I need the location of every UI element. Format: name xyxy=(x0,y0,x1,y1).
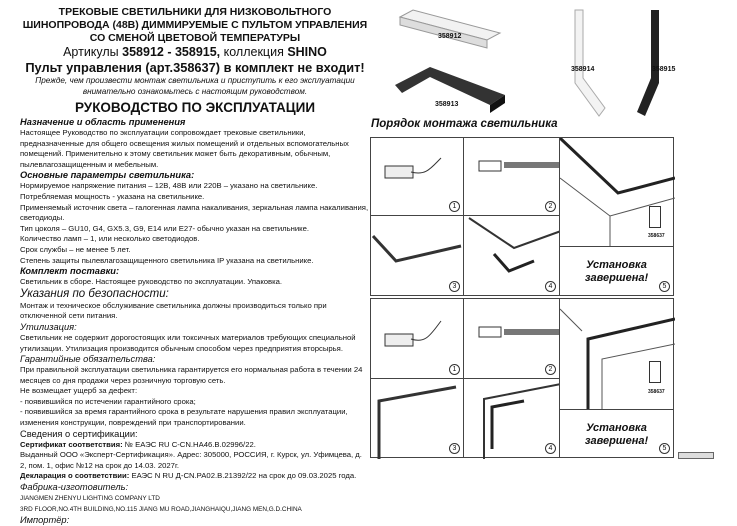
product-image-358913 xyxy=(395,67,505,113)
manual-text: ТРЕКОВЫЕ СВЕТИЛЬНИКИ ДЛЯ НИЗКОВОЛЬТНОГО … xyxy=(20,6,370,526)
step-2-panel: 2 xyxy=(463,137,560,216)
value: № ЕАЭС RU С-CN.НА46.В.02996/22. xyxy=(122,439,256,449)
step-1-panel: 1 xyxy=(370,298,464,379)
step-number: 4 xyxy=(545,443,556,454)
factory-heading: Фабрика-изготовитель: xyxy=(20,482,129,493)
label: коллекция xyxy=(220,45,288,59)
kit-text: Светильник в сборе. Настоящее руководств… xyxy=(20,277,283,287)
purpose-text: Настоящее Руководство по эксплуатации со… xyxy=(20,128,349,169)
warranty-text: Не возмещает ущерб за дефект: xyxy=(20,386,138,396)
label: завершена! xyxy=(584,272,649,284)
step-1-panel: 1 xyxy=(370,137,464,216)
remote-icon xyxy=(649,361,661,383)
cert-heading: Сведения о сертификации: xyxy=(20,428,138,439)
step-number: 1 xyxy=(449,201,460,212)
warranty-text: При правильной эксплуатации светильника … xyxy=(20,365,363,385)
disposal-text: Светильник не содержит дорогостоящих или… xyxy=(20,332,356,353)
product-label: 358913 xyxy=(435,101,459,108)
param: Применяемый источник света – галогенная … xyxy=(20,202,369,223)
product-label: 358912 xyxy=(438,33,462,40)
cert-line: Сертификат соответствия: № ЕАЭС RU С-CN.… xyxy=(20,440,370,451)
step-3-panel: 3 xyxy=(370,378,464,459)
step-4-panel: 4 xyxy=(463,378,561,459)
params-heading: Основные параметры светильника: xyxy=(20,170,195,181)
intro-note: Прежде, чем произвести монтаж светильник… xyxy=(35,76,355,96)
step-number: 3 xyxy=(449,443,460,454)
factory-address: 3RD FLOOR,NO.4TH BUILDING,NO.115 JIANG M… xyxy=(20,506,302,514)
param: Количество ламп – 1, или несколько свето… xyxy=(20,234,200,244)
step-2-panel: 2 xyxy=(463,298,560,379)
safety-heading: Указания по безопасности: xyxy=(20,287,169,300)
param: Степень защиты пылевлагозащищенного свет… xyxy=(20,255,314,265)
label: Установка xyxy=(586,421,647,434)
step-number: 5 xyxy=(659,443,670,454)
articles: 358912 - 358915, xyxy=(122,45,221,59)
step-number: 2 xyxy=(545,364,556,375)
label: Установка xyxy=(586,259,647,271)
title-line: ТРЕКОВЫЕ СВЕТИЛЬНИКИ ДЛЯ НИЗКОВОЛЬТНОГО xyxy=(58,6,332,18)
param: Потребляемая мощность - указана на свети… xyxy=(20,191,205,201)
param: Срок службы – не менее 5 лет. xyxy=(20,244,131,254)
param: Нормируемое напряжение питания – 12В, 48… xyxy=(20,181,318,191)
kit-heading: Комплект поставки: xyxy=(20,266,120,277)
param: Тип цоколя – GU10, G4, GX5.3, G9, E14 ил… xyxy=(20,223,310,233)
step-number: 2 xyxy=(545,201,556,212)
step-number: 1 xyxy=(449,364,460,375)
warranty-text: - появившийся за время гарантийного срок… xyxy=(20,407,348,428)
purpose-heading: Назначение и область применения xyxy=(20,117,186,127)
importer-heading: Импортёр: xyxy=(20,515,70,526)
label: завершена! xyxy=(584,434,649,447)
warranty-text: - появившийся по истечении гарантийного … xyxy=(20,396,196,406)
collection: SHINO xyxy=(287,45,327,59)
decl-line: Декларация о соответствии: ЕАЭС N RU Д-C… xyxy=(20,471,370,482)
remote-label: 358637 xyxy=(648,233,665,239)
product-image-358912 xyxy=(398,9,502,49)
label: Артикулы xyxy=(63,45,123,59)
title-line: СО СМЕНОЙ ЦВЕТОВОЙ ТЕМПЕРАТУРЫ xyxy=(89,32,301,44)
product-label: 358915 xyxy=(652,66,676,73)
articles-line: Артикулы 358912 - 358915, коллекция SHIN… xyxy=(20,45,370,60)
disposal-heading: Утилизация: xyxy=(20,321,77,332)
product-image-358914 xyxy=(574,9,606,117)
step-3-panel: 3 xyxy=(370,215,464,296)
installation-title: Порядок монтажа светильника xyxy=(371,118,558,130)
step-number: 5 xyxy=(659,281,670,292)
label: Декларация о соответствии: xyxy=(20,471,130,481)
step-number: 4 xyxy=(545,281,556,292)
warranty-heading: Гарантийные обязательства: xyxy=(20,354,156,365)
factory-name: JIANGMEN ZHENYU LIGHTING COMPANY LTD xyxy=(20,495,160,503)
manual-title: РУКОВОДСТВО ПО ЭКСПЛУАТАЦИИ xyxy=(74,100,316,115)
safety-text: Монтаж и техническое обслуживание светил… xyxy=(20,300,327,321)
remote-label: 358637 xyxy=(648,389,665,395)
title-line: ШИНОПРОВОДА (48В) ДИММИРУЕМЫЕ С ПУЛЬТОМ … xyxy=(22,19,368,31)
product-label: 358914 xyxy=(571,66,595,73)
cert-issuer: Выданный ООО «Эксперт-Сертификация». Адр… xyxy=(20,450,362,470)
product-image-358915 xyxy=(637,10,659,116)
step-number: 3 xyxy=(449,281,460,292)
stamp xyxy=(678,452,714,459)
remote-warning: Пульт управления (арт.358637) в комплект… xyxy=(25,60,365,75)
label: Сертификат соответствия: xyxy=(20,439,123,449)
step-4-panel: 4 xyxy=(463,215,561,296)
value: ЕАЭС N RU Д-CN.РА02.В.21392/22 на срок д… xyxy=(129,471,357,481)
remote-icon xyxy=(649,206,661,228)
